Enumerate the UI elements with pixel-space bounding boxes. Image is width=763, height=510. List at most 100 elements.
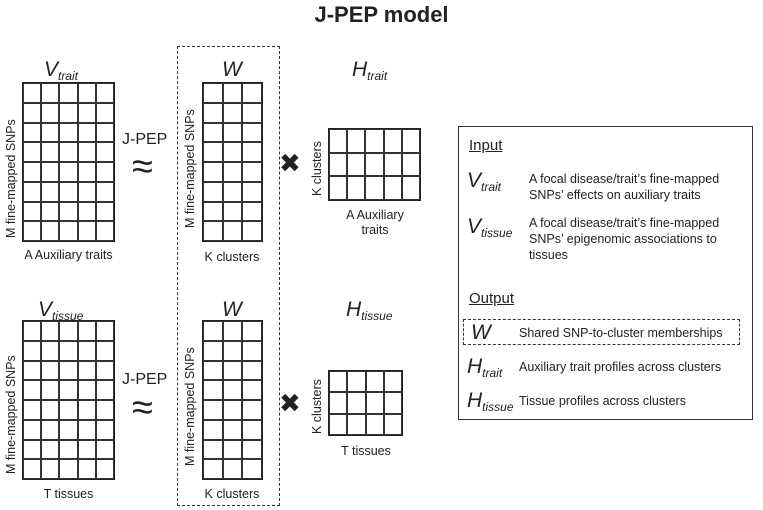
approx-symbol-top: ≈ [132,146,153,188]
matrix-cell [23,122,42,143]
matrix-cell [203,321,223,341]
w-matrix-top [202,82,263,242]
matrix-cell [23,201,42,222]
h-trait-symbol: Htrait [352,58,388,83]
matrix-cell [77,122,96,143]
matrix-cell [41,340,60,361]
matrix-cell [59,360,78,381]
matrix-cell [95,83,114,103]
matrix-cell [242,181,262,202]
matrix-cell [365,176,384,200]
matrix-cell [329,152,348,177]
matrix-cell [203,162,223,182]
v-tissue-symbol: Vtissue [38,298,84,323]
w-top-col-label: K clusters [204,250,260,264]
matrix-cell [77,321,96,341]
matrix-cell [365,152,384,177]
matrix-cell [222,201,243,222]
matrix-cell [59,201,78,222]
matrix-cell [77,360,96,381]
matrix-cell [242,142,262,162]
matrix-cell [23,181,42,202]
matrix-cell [41,162,60,182]
h-tissue-row-label: K clusters [310,379,324,434]
matrix-cell [23,419,42,440]
matrix-cell [203,83,223,103]
matrix-cell [41,459,60,479]
matrix-cell [23,162,42,182]
matrix-cell [242,201,262,222]
matrix-cell [41,221,60,241]
v-tissue-matrix [22,320,115,480]
matrix-cell [59,83,78,103]
matrix-cell [41,439,60,460]
matrix-cell [23,83,42,103]
matrix-cell [222,221,243,241]
matrix-cell [203,419,223,440]
matrix-cell [347,413,366,435]
matrix-cell [23,321,42,341]
matrix-cell [203,102,223,123]
h-trait-matrix [328,128,421,201]
matrix-cell [222,360,243,381]
matrix-cell [203,201,223,222]
matrix-cell [41,360,60,381]
w-symbol-top: W [222,58,242,81]
matrix-cell [222,459,243,479]
matrix-cell [95,400,114,420]
matrix-cell [242,439,262,460]
matrix-cell [59,340,78,361]
matrix-cell [59,142,78,162]
matrix-cell [59,181,78,202]
matrix-cell [347,392,366,414]
matrix-cell [203,459,223,479]
matrix-cell [95,321,114,341]
matrix-cell [95,360,114,381]
matrix-cell [59,321,78,341]
matrix-cell [23,340,42,361]
w-matrix-bottom [202,320,263,480]
matrix-cell [242,419,262,440]
matrix-cell [242,380,262,400]
matrix-cell [77,181,96,202]
matrix-cell [59,439,78,460]
matrix-cell [242,400,262,420]
matrix-cell [383,392,402,414]
diagram-title: J-PEP model [314,2,449,27]
matrix-cell [203,142,223,162]
v-trait-symbol: Vtrait [44,58,79,83]
shared-w-dashed-box [177,46,280,506]
matrix-cell [23,142,42,162]
matrix-cell [23,459,42,479]
matrix-cell [95,419,114,440]
matrix-cell [222,419,243,440]
matrix-cell [365,129,384,153]
matrix-cell [77,83,96,103]
matrix-cell [365,371,384,393]
matrix-cell [329,371,348,393]
matrix-cell [77,201,96,222]
h-tissue-symbol: Htissue [346,298,393,323]
matrix-cell [59,400,78,420]
matrix-cell [95,201,114,222]
matrix-cell [383,152,402,177]
matrix-cell [365,392,384,414]
multiply-icon-bottom: ✖ [279,388,301,418]
matrix-cell [41,181,60,202]
matrix-cell [41,321,60,341]
v-tissue-col-label: T tissues [43,487,94,501]
matrix-cell [329,392,348,414]
matrix-cell [77,221,96,241]
matrix-cell [41,201,60,222]
h-tissue-matrix [328,370,403,436]
matrix-cell [242,162,262,182]
jpep-method-label-bottom: J-PEP [122,371,168,388]
matrix-cell [242,83,262,103]
jpep-method-label-top: J-PEP [122,131,168,148]
matrix-cell [203,122,223,143]
matrix-cell [329,413,348,435]
matrix-cell [401,176,420,200]
v-tissue-row-label: M fine-mapped SNPs [4,355,18,474]
matrix-cell [222,142,243,162]
matrix-cell [222,181,243,202]
